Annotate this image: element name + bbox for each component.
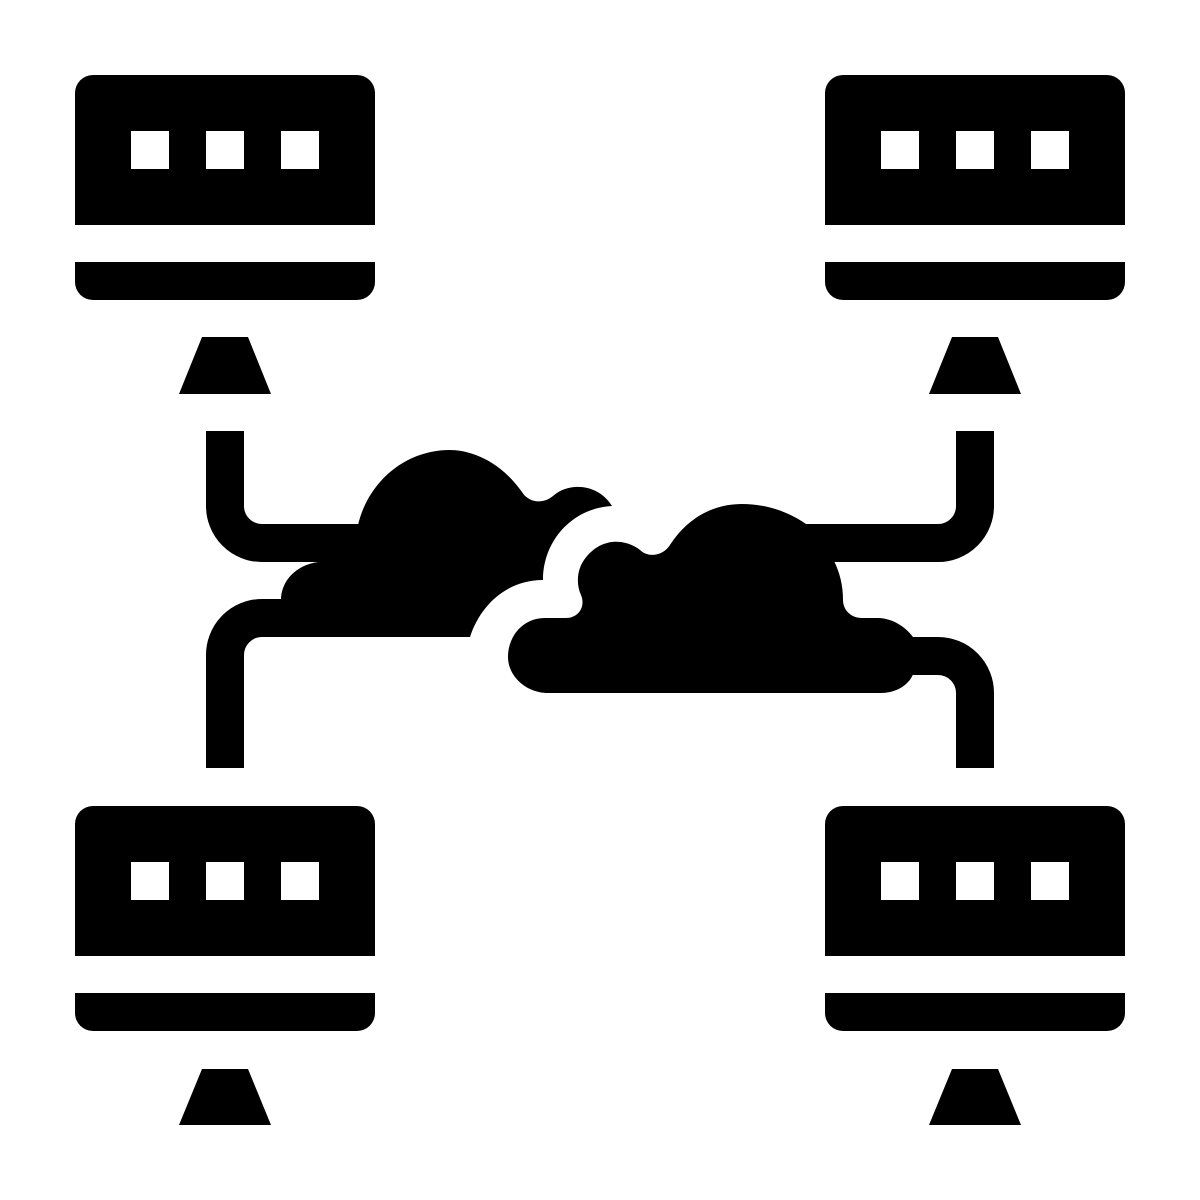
monitor-stand-bottom-right <box>929 1069 1021 1125</box>
monitor-base-top-left <box>75 262 375 300</box>
indicator-bottom-left-1 <box>131 862 169 900</box>
indicator-bottom-left-3 <box>281 862 319 900</box>
monitor-stand-top-left <box>179 337 271 394</box>
indicator-top-left-2 <box>206 131 244 169</box>
connector-bottom-left <box>206 599 290 768</box>
computer-bottom-left-icon <box>75 806 375 1125</box>
computer-bottom-right-icon <box>825 806 1125 1125</box>
monitor-base-top-right <box>825 262 1125 300</box>
monitor-base-bottom-right <box>825 993 1125 1031</box>
network-connections <box>206 431 994 768</box>
indicator-bottom-right-2 <box>956 862 994 900</box>
computer-top-left-icon <box>75 75 375 394</box>
connector-bottom-right <box>905 637 994 768</box>
monitor-stand-top-right <box>929 337 1021 394</box>
monitor-stand-bottom-left <box>179 1069 271 1125</box>
indicator-top-right-2 <box>956 131 994 169</box>
indicator-bottom-right-3 <box>1031 862 1069 900</box>
computer-top-right-icon <box>825 75 1125 394</box>
cloud-left-icon <box>260 450 612 637</box>
indicator-top-right-1 <box>881 131 919 169</box>
connector-top-right <box>805 431 994 562</box>
indicator-bottom-left-2 <box>206 862 244 900</box>
indicator-top-right-3 <box>1031 131 1069 169</box>
connector-top-left <box>206 431 360 562</box>
monitor-base-bottom-left <box>75 993 375 1031</box>
indicator-top-left-1 <box>131 131 169 169</box>
cloud-right-icon <box>508 504 913 693</box>
indicator-bottom-right-1 <box>881 862 919 900</box>
indicator-top-left-3 <box>281 131 319 169</box>
